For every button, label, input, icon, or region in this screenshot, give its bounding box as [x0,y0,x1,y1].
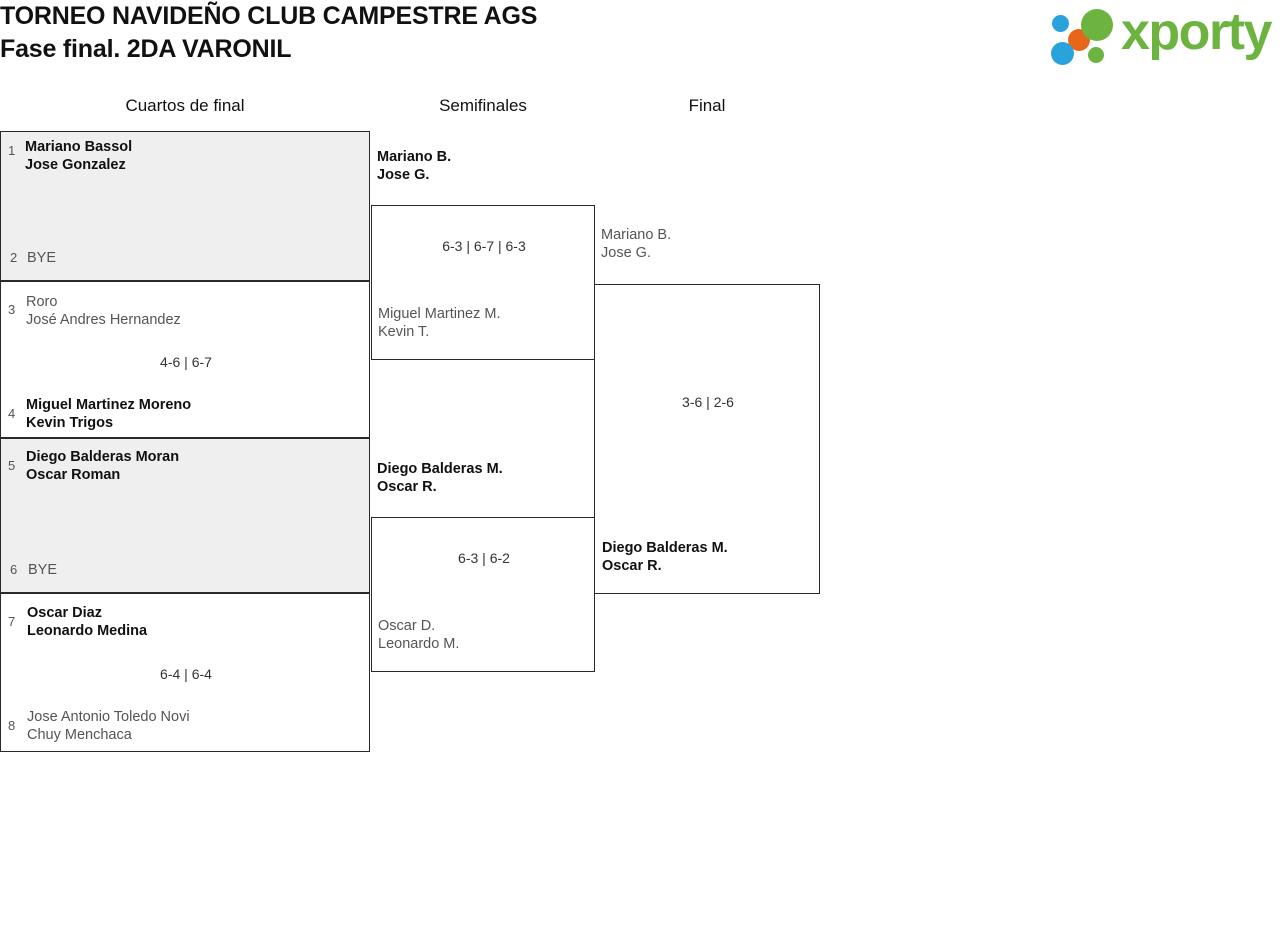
seed-number: 5 [8,458,16,473]
team-top: Roro José Andres Hernandez [26,294,181,328]
match-score: 6-4 | 6-4 [160,666,212,682]
seed-number: 2 [10,250,18,265]
seed-number: 6 [10,562,18,577]
match-quarterfinal-1[interactable]: 1 Mariano Bassol Jose Gonzalez 2 BYE [0,131,370,281]
xporty-logo[interactable]: xporty [1051,3,1275,67]
tournament-name: TORNEO NAVIDEÑO CLUB CAMPESTRE AGS [0,2,538,30]
match-semifinal-1[interactable]: 6-3 | 6-7 | 6-3 Miguel Martinez M. Kevin… [371,205,595,360]
team-bottom: Miguel Martinez M. Kevin T. [378,306,501,340]
team-bottom: Jose Antonio Toledo Novi Chuy Menchaca [27,709,190,743]
team-bottom: BYE [28,562,58,578]
team-top: Mariano Bassol Jose Gonzalez [25,139,133,173]
match-score: 3-6 | 2-6 [682,394,734,410]
semifinal-2-team-top: Diego Balderas M. Oscar R. [377,461,503,495]
match-quarterfinal-2[interactable]: 3 Roro José Andres Hernandez 4 Miguel Ma… [0,281,370,438]
match-quarterfinal-3[interactable]: 5 Diego Balderas Moran Oscar Roman 6 BYE [0,438,370,593]
logo-wordmark: xporty [1121,3,1272,61]
match-score: 4-6 | 6-7 [160,354,212,370]
team-bottom: BYE [27,250,57,266]
seed-number: 3 [8,302,16,317]
match-final[interactable]: 3-6 | 2-6 Diego Balderas M. Oscar R. [594,284,820,594]
team-top: Diego Balderas Moran Oscar Roman [26,449,180,483]
final-team-top: Mariano B. Jose G. [601,227,672,261]
team-bottom: Miguel Martinez Moreno Kevin Trigos [26,397,192,431]
tournament-phase: Fase final. 2DA VARONIL [0,35,292,63]
logo-dot-blue-bottom [1051,42,1074,65]
logo-dot-green-big [1081,9,1113,41]
seed-number: 8 [8,718,16,733]
round-header-quarterfinals: Cuartos de final [125,96,245,115]
match-score: 6-3 | 6-2 [458,550,510,566]
semifinal-1-team-top: Mariano B. Jose G. [377,149,452,183]
match-score: 6-3 | 6-7 | 6-3 [442,238,526,254]
round-header-semifinals: Semifinales [439,96,527,115]
seed-number: 7 [8,614,16,629]
team-bottom: Diego Balderas M. Oscar R. [602,540,728,574]
logo-dot-green-small [1088,47,1104,63]
seed-number: 1 [8,143,16,158]
page-title: TORNEO NAVIDEÑO CLUB CAMPESTRE AGS Fase … [0,0,900,66]
logo-dot-blue-top [1052,15,1069,32]
team-bottom: Oscar D. Leonardo M. [378,618,460,652]
seed-number: 4 [8,406,16,421]
match-quarterfinal-4[interactable]: 7 Oscar Diaz Leonardo Medina 8 Jose Anto… [0,593,370,752]
match-semifinal-2[interactable]: 6-3 | 6-2 Oscar D. Leonardo M. [371,517,595,672]
team-top: Oscar Diaz Leonardo Medina [27,605,148,639]
round-header-final: Final [688,96,726,115]
